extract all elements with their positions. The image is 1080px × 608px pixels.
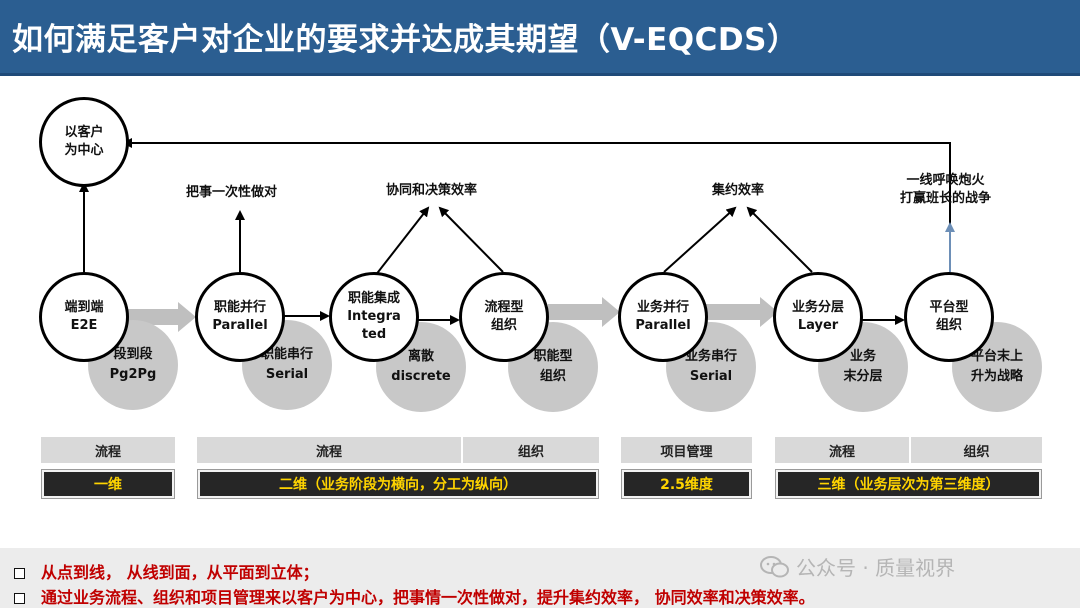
- node-text: 以客户: [64, 125, 104, 140]
- node-text: 职能集成: [347, 291, 400, 306]
- discrete-circle: 离散 discrete: [376, 322, 466, 412]
- header-process-3: 流程: [775, 437, 909, 463]
- parallel-2-node: 业务并行 Parallel: [618, 272, 708, 362]
- frontline-line-2: 打赢班长的战争: [900, 191, 992, 206]
- process-org-node: 流程型 组织: [459, 272, 549, 362]
- stage-arrow-2: [548, 297, 620, 327]
- node-text: E2E: [70, 318, 98, 333]
- layer-to-intensive-arrow: [746, 206, 813, 273]
- intensive-label: 集约效率: [712, 183, 765, 198]
- header-project-mgmt: 项目管理: [621, 437, 752, 463]
- frontline-label: 一线呼唤炮火 打赢班长的战争: [900, 172, 991, 208]
- circle-text: 职能型: [533, 349, 573, 364]
- header-process-2: 流程: [197, 437, 461, 463]
- coordination-label: 协同和决策效率: [386, 183, 478, 198]
- summary-line-2: 通过业务流程、组织和项目管理来以客户为中心，把事情一次性做对，提升集约效率， 协…: [14, 584, 815, 608]
- node-text: 为中心: [64, 143, 104, 158]
- node-text: 流程型: [484, 300, 524, 315]
- dimension-one: 一维: [41, 469, 175, 499]
- watermark: 公众号 · 质量视界: [760, 552, 955, 584]
- stage-arrow-3: [706, 297, 778, 327]
- watermark-text: 公众号 · 质量视界: [796, 556, 956, 580]
- circle-text: 段到段: [113, 347, 153, 362]
- dimension-two-point-five: 2.5维度: [621, 469, 752, 499]
- summary-text-2: 通过业务流程、组织和项目管理来以客户为中心，把事情一次性做对，提升集约效率， 协…: [41, 588, 815, 607]
- bullet-square-icon: [14, 593, 25, 604]
- node-text: 平台型: [929, 300, 969, 315]
- header-org-2: 组织: [911, 437, 1042, 463]
- e2e-node: 端到端 E2E: [39, 272, 129, 362]
- node-text: 组织: [935, 318, 962, 333]
- node-text: Integra: [347, 309, 401, 324]
- node-text: Parallel: [212, 318, 268, 333]
- circle-text: 升为战略: [970, 369, 1023, 384]
- dimension-two: 二维（业务阶段为横向，分工为纵向）: [197, 469, 599, 499]
- platform-org-node: 平台型 组织: [904, 272, 994, 362]
- node-text: 业务并行: [636, 300, 689, 315]
- customer-center-node: 以客户 为中心: [39, 97, 129, 187]
- integrated-node: 职能集成 Integra ted: [329, 272, 419, 362]
- return-to-customer-line: [122, 138, 951, 270]
- wechat-icon: [760, 555, 790, 584]
- integrated-to-coordination-arrow: [374, 206, 430, 277]
- node-text: 职能并行: [213, 300, 266, 315]
- title-banner: 如何满足客户对企业的要求并达成其期望（V-EQCDS）: [0, 0, 1080, 73]
- dimension-three: 三维（业务层次为第三维度）: [775, 469, 1042, 499]
- circle-text: 平台末上: [970, 349, 1023, 364]
- parallel-to-intensive-arrow: [663, 206, 737, 273]
- circle-text: Serial: [265, 367, 309, 382]
- process-to-coordination-arrow: [438, 206, 504, 273]
- header-org-1: 组织: [463, 437, 599, 463]
- page-title: 如何满足客户对企业的要求并达成其期望（V-EQCDS）: [12, 22, 799, 58]
- circle-text: 末分层: [843, 369, 883, 384]
- node-text: 组织: [490, 318, 517, 333]
- header-process-1: 流程: [41, 437, 175, 463]
- title-rule: [0, 73, 1080, 76]
- node-text: 业务分层: [791, 300, 844, 315]
- circle-text: 业务串行: [684, 349, 737, 364]
- circle-text: 业务: [849, 349, 876, 364]
- frontline-line-1: 一线呼唤炮火: [906, 173, 985, 188]
- node-text: Parallel: [635, 318, 691, 333]
- node-text: Layer: [797, 318, 839, 333]
- summary-text-1: 从点到线， 从线到面，从平面到立体；: [41, 563, 319, 582]
- footer-summary: 从点到线， 从线到面，从平面到立体； 通过业务流程、组织和项目管理来以客户为中心…: [0, 548, 1080, 608]
- circle-text: 职能串行: [260, 347, 313, 362]
- node-text: ted: [361, 327, 387, 342]
- node-text: 端到端: [64, 300, 104, 315]
- circle-text: Serial: [689, 369, 733, 384]
- one-time-label: 把事一次性做对: [186, 185, 278, 200]
- parallel-1-node: 职能并行 Parallel: [195, 272, 285, 362]
- circle-text: 组织: [539, 369, 566, 384]
- layer-node: 业务分层 Layer: [773, 272, 863, 362]
- summary-line-1: 从点到线， 从线到面，从平面到立体；: [14, 559, 319, 583]
- bullet-square-icon: [14, 568, 25, 579]
- circle-text: 离散: [407, 349, 434, 364]
- circle-text: discrete: [391, 369, 451, 384]
- circle-text: Pg2Pg: [109, 367, 157, 382]
- functional-org-circle: 职能型 组织: [508, 322, 598, 412]
- pg2pg-circle: 段到段 Pg2Pg: [88, 320, 178, 410]
